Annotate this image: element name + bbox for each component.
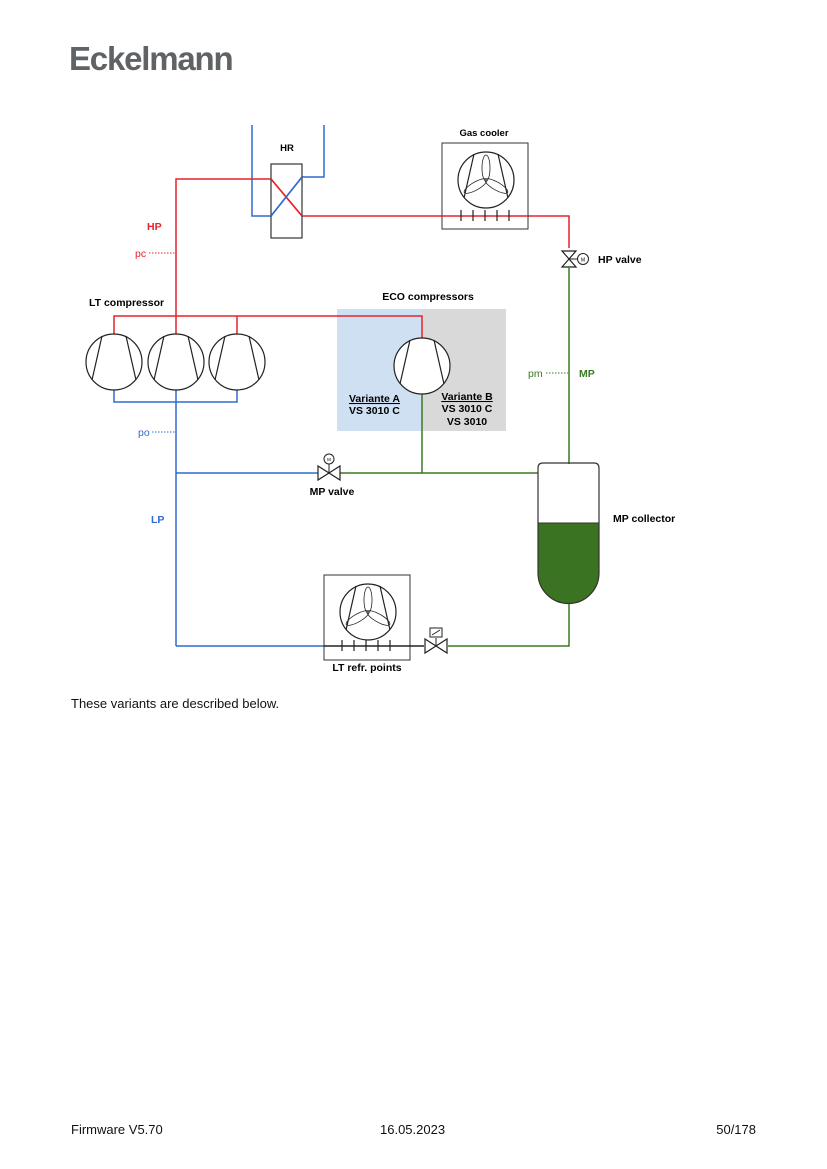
lt-compressor-label: LT compressor [89,297,164,309]
gas-cooler-label: Gas cooler [459,128,508,139]
mp-label: MP [579,368,595,380]
lp-label: LP [151,514,164,526]
variant-b-title: Variante B [441,391,493,403]
gas-cooler [441,142,529,230]
low-pressure-lines [113,390,324,647]
hr-heat-exchanger [270,163,303,239]
refrigeration-schematic: M M [85,125,675,674]
lt-refrigeration-points [323,574,424,661]
mp-valve: M [317,453,341,482]
motor-symbol: M [327,457,331,462]
medium-pressure-lines [340,267,570,647]
expansion-valve [424,627,448,655]
hp-valve-label: HP valve [598,254,642,266]
variant-a-models: VS 3010 C [349,405,400,417]
eco-compressors-label: ECO compressors [382,291,474,303]
footer-firmware: Firmware V5.70 [71,1122,163,1137]
mp-collector [537,462,600,605]
hr-label: HR [280,143,294,154]
eckelmann-logo: Eckelmann [69,40,234,77]
body-paragraph: These variants are described below. [71,696,280,711]
mp-valve-label: MP valve [310,486,355,498]
po-label: po [138,427,150,439]
pc-label: pc [135,248,146,260]
lt-compressor-1 [85,333,143,391]
footer-page-number: 50/178 [716,1122,756,1137]
variant-b-model-1: VS 3010 C [442,403,493,415]
hp-label: HP [147,221,162,233]
lt-compressor-3 [208,333,266,391]
lt-refr-points-label: LT refr. points [332,662,401,674]
motor-symbol: M [581,258,585,264]
hp-valve: M [560,250,589,268]
variant-a-title: Variante A [349,393,400,405]
footer-date: 16.05.2023 [380,1122,446,1137]
hr-water-lines [251,125,325,217]
eco-compressor [393,337,451,395]
lt-compressor-2 [147,333,205,391]
pm-label: pm [528,368,543,380]
mp-collector-label: MP collector [613,513,675,525]
variant-b-model-2: VS 3010 [447,416,487,428]
